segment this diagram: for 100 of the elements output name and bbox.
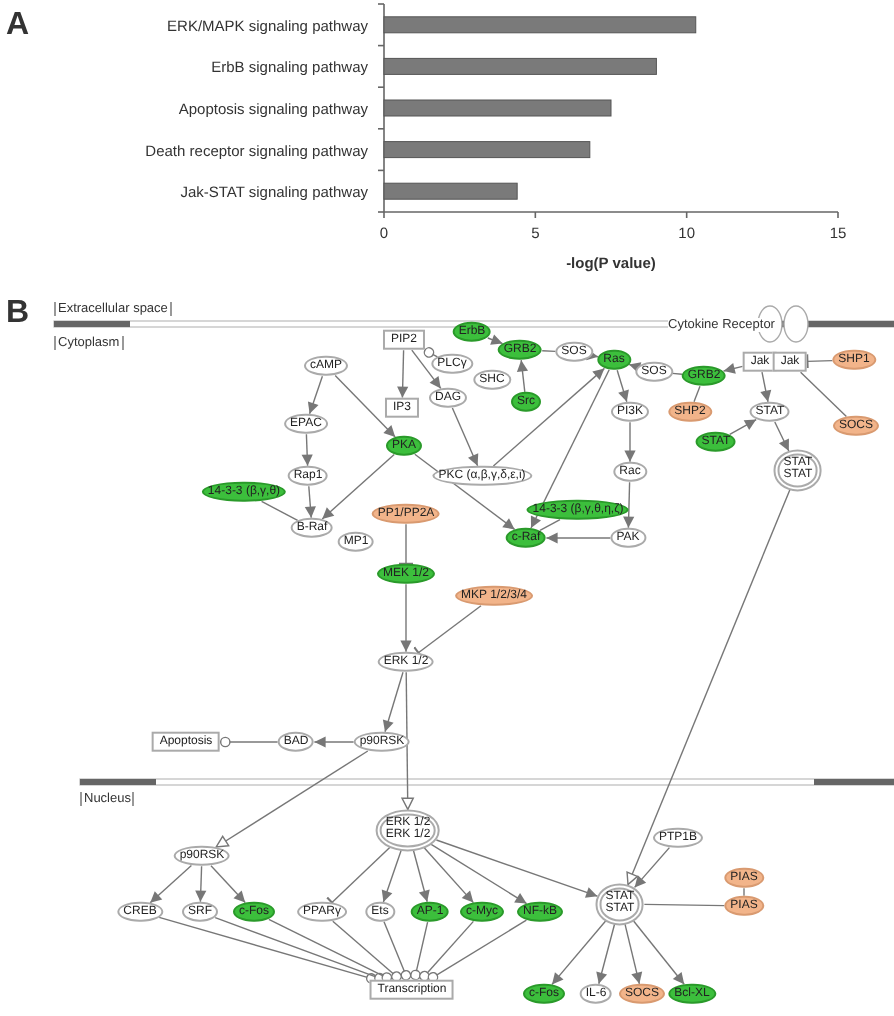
- inhibition-line: [332, 920, 402, 982]
- connector-line: [541, 350, 557, 353]
- arrow: [616, 369, 629, 403]
- protein-node: [117, 901, 163, 923]
- arrow: [210, 865, 246, 904]
- arrow: [545, 532, 612, 544]
- arrow: [451, 407, 479, 467]
- protein-node: [182, 901, 218, 923]
- arrow: [492, 367, 606, 467]
- protein-node: [473, 369, 511, 391]
- protein-node: [432, 465, 532, 487]
- arrow: [626, 488, 791, 886]
- inhibition-line: [423, 347, 439, 358]
- box-node: [151, 731, 221, 753]
- protein-node: [579, 983, 613, 1005]
- inhibition-line: [427, 919, 528, 983]
- protein-node: [297, 901, 347, 923]
- protein-node: [429, 387, 467, 409]
- connector-line: [799, 371, 848, 418]
- arrow: [401, 671, 414, 811]
- protein-node: [410, 901, 450, 923]
- protein-node: [619, 983, 665, 1005]
- arrow: [304, 485, 316, 519]
- arrow: [530, 369, 610, 529]
- panel-label: A: [6, 8, 30, 44]
- protein-node: [277, 731, 315, 753]
- protein-node: [635, 361, 673, 383]
- arrow: [334, 374, 396, 438]
- arrow: [412, 849, 430, 903]
- protein-node: [371, 503, 441, 525]
- arrow: [435, 839, 599, 898]
- arrow: [382, 671, 404, 733]
- arrow: [596, 923, 616, 985]
- protein-node: [523, 983, 565, 1005]
- protein-node: [526, 499, 630, 521]
- protein-node: [610, 527, 646, 549]
- protein-node: [749, 401, 791, 423]
- protein-node: [287, 465, 329, 487]
- protein-node: [455, 585, 533, 607]
- protein-node: [284, 413, 328, 435]
- arrow: [423, 847, 475, 904]
- protein-node: [611, 401, 649, 423]
- arrow: [381, 849, 402, 903]
- protein-node: [511, 391, 541, 413]
- inhibition-line: [219, 736, 279, 748]
- arrow: [307, 375, 324, 415]
- arrow: [623, 481, 635, 529]
- protein-node: [290, 517, 334, 539]
- protein-node: [497, 339, 543, 361]
- protein-node: [386, 435, 422, 457]
- protein-node: [505, 527, 547, 549]
- arrow: [586, 349, 599, 361]
- protein-node: [377, 651, 435, 673]
- complex-node: [595, 883, 645, 925]
- arrow: [632, 920, 685, 985]
- arrow: [215, 750, 369, 848]
- box-node: [742, 351, 778, 373]
- arrow: [149, 864, 193, 904]
- protein-node: [724, 867, 764, 889]
- inhibition-line: [419, 920, 475, 982]
- arrow: [195, 865, 207, 903]
- protein-node: [555, 341, 593, 363]
- connector-line: [693, 385, 701, 403]
- arrow: [397, 349, 409, 399]
- protein-node: [517, 901, 563, 923]
- protein-node: [337, 531, 375, 553]
- protein-node: [832, 349, 876, 371]
- protein-node: [613, 461, 647, 483]
- inhibition-line: [383, 921, 412, 981]
- protein-node: [233, 901, 275, 923]
- protein-node: [353, 731, 411, 753]
- connector-line: [260, 500, 299, 522]
- arrow: [516, 359, 529, 393]
- protein-node: [695, 431, 737, 453]
- panel-label: B: [6, 296, 30, 332]
- protein-node: [597, 349, 631, 371]
- arrow: [729, 418, 757, 436]
- connector-line: [643, 903, 726, 907]
- box-node: [772, 351, 808, 373]
- protein-node: [365, 901, 395, 923]
- inhibition-line: [158, 916, 377, 984]
- inhibition-line: [214, 916, 385, 984]
- protein-node: [377, 563, 435, 585]
- box-node: [369, 979, 455, 1001]
- protein-node: [833, 415, 879, 437]
- inhibition-line: [268, 918, 393, 983]
- arrow: [430, 843, 528, 905]
- arrow: [301, 433, 313, 467]
- connector-line: [671, 372, 683, 375]
- arrow: [722, 362, 744, 374]
- box-node: [385, 397, 419, 419]
- protein-node: [668, 983, 716, 1005]
- arrow: [624, 421, 636, 463]
- arrow: [400, 583, 412, 653]
- arrow: [487, 334, 504, 345]
- complex-node: [773, 449, 823, 491]
- protein-node: [668, 401, 712, 423]
- protein-node: [724, 895, 764, 917]
- arrow: [624, 923, 643, 985]
- connector-line: [539, 518, 561, 532]
